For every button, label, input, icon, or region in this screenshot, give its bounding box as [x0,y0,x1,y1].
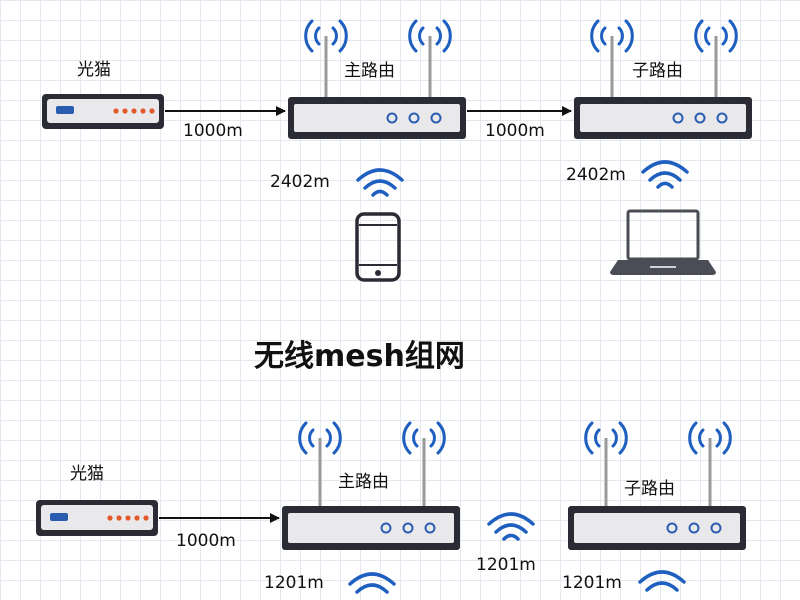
laptop-icon [610,209,716,275]
sub-router-device [574,36,752,139]
mesh-backhaul-wifi-icon [487,512,535,541]
main-router-device [288,36,466,139]
sub-wifi-speed: 2402m [566,165,626,185]
main-router-label: 主路由 [344,61,395,81]
modem-label: 光猫 [77,60,111,80]
sub-router-2-antenna-left-wifi-icon [584,421,628,455]
main-router-2-antenna-left-wifi-icon [298,421,342,455]
wired-section: 光猫 主路由 [42,19,752,282]
main-router-antenna-left-wifi-icon [304,19,348,53]
main-wifi-icon-2 [348,572,396,594]
sub-wifi-icon [641,160,689,189]
main-router-device-2 [282,438,460,550]
sub-router-label: 子路由 [632,61,683,81]
main-router-antenna-right-wifi-icon [408,19,452,53]
modem-device-2 [36,500,158,536]
sub-router-antenna-right-wifi-icon [694,19,738,53]
link-modem-main-speed: 1000m [183,121,243,141]
wireless-section: 光猫 主路由 [36,421,746,594]
mesh-backhaul-speed: 1201m [476,555,536,575]
sub-wifi-icon-2 [638,570,686,592]
main-router-label-2: 主路由 [338,472,389,492]
link-main-sub-speed: 1000m [485,121,545,141]
sub-router-2-antenna-right-wifi-icon [688,421,732,455]
main-router-2-antenna-right-wifi-icon [402,421,446,455]
main-wifi-icon [356,168,404,197]
sub-router-device-2 [568,438,746,550]
main-wifi-speed-2: 1201m [264,573,324,593]
sub-router-antenna-left-wifi-icon [590,19,634,53]
link-modem-main-speed-2: 1000m [176,531,236,551]
diagram-title: 无线mesh组网 [254,339,465,374]
modem-label-2: 光猫 [70,464,104,484]
modem-device [42,94,164,129]
main-wifi-speed: 2402m [270,172,330,192]
sub-wifi-speed-2: 1201m [562,573,622,593]
sub-router-label-2: 子路由 [624,479,675,499]
smartphone-icon [355,212,401,282]
